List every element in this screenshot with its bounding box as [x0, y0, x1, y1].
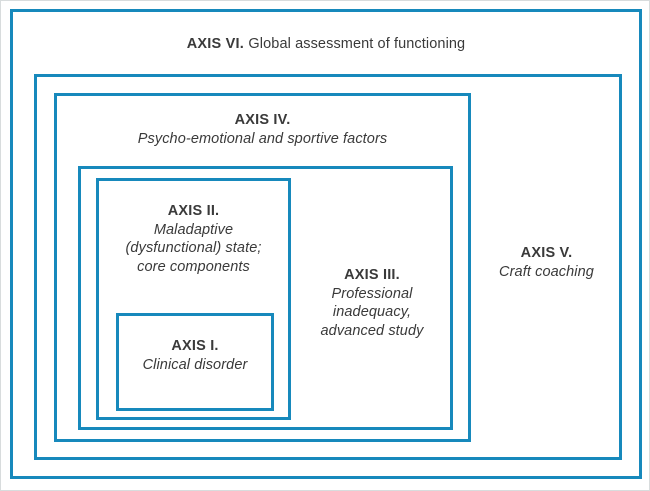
axis-i-line-1: Clinical disorder: [142, 356, 248, 373]
axis-vi-box: [10, 9, 642, 479]
axis-ii-label: AXIS II. Maladaptive (dysfunctional) sta…: [96, 202, 291, 276]
axis-ii-line-1: Maladaptive: [153, 221, 234, 238]
axis-iii-label: AXIS III. Professional inadequacy, advan…: [291, 266, 453, 340]
axis-i-box: [116, 313, 274, 411]
axis-iv-line-1: Psycho-emotional and sportive factors: [137, 130, 388, 147]
axis-iii-line-1: Professional: [331, 285, 413, 302]
axis-ii-line-2: (dysfunctional) state;: [125, 240, 262, 257]
axis-vi-title: AXIS VI.: [186, 36, 244, 52]
axis-v-label: AXIS V. Craft coaching: [471, 244, 622, 281]
axis-ii-title: AXIS II.: [167, 203, 220, 219]
axis-vi-subtitle: Global assessment of functioning: [248, 36, 466, 52]
axis-i-title: AXIS I.: [171, 338, 219, 354]
axis-i-label: AXIS I. Clinical disorder: [116, 337, 274, 374]
axis-iii-title: AXIS III.: [344, 267, 400, 283]
axis-v-box: [34, 74, 622, 460]
axis-v-title: AXIS V.: [520, 245, 573, 261]
axis-iv-label: AXIS IV. Psycho-emotional and sportive f…: [54, 111, 471, 148]
axis-iii-box: [78, 166, 453, 430]
axis-v-line-1: Craft coaching: [499, 263, 594, 280]
axis-ii-box: [96, 178, 291, 420]
axis-iii-line-2: inadequacy,: [332, 304, 412, 321]
axis-vi-label: AXIS VI. Global assessment of functionin…: [10, 34, 642, 54]
axis-iv-box: [54, 93, 471, 442]
axis-iii-line-3: advanced study: [320, 322, 424, 339]
axis-iv-title: AXIS IV.: [234, 112, 291, 128]
axis-ii-line-3: core components: [137, 258, 250, 275]
